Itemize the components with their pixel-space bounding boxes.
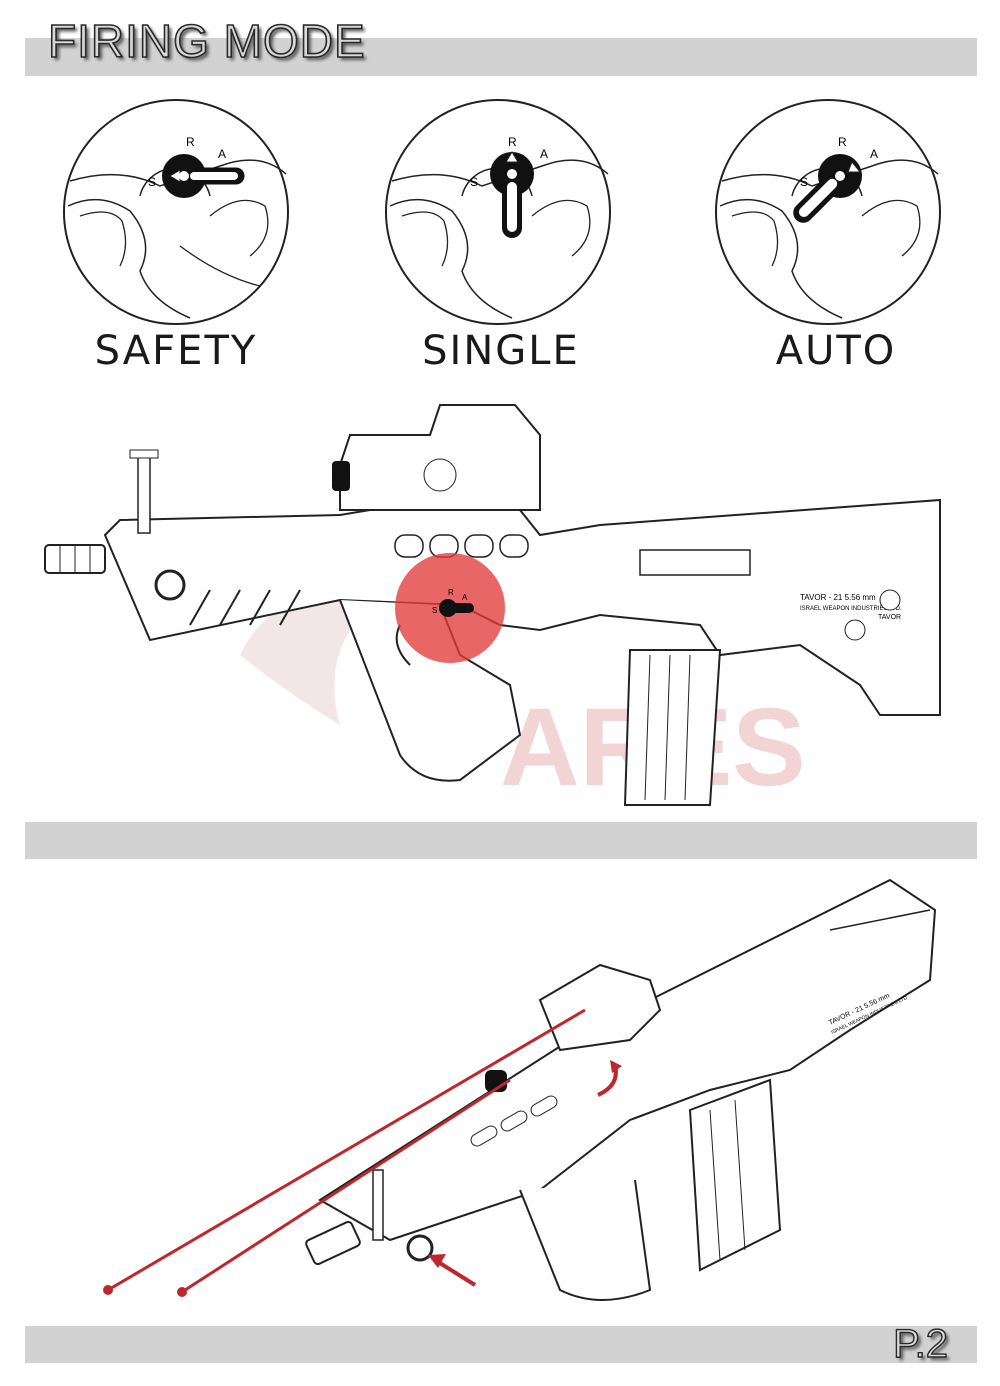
dial-letter-s: S bbox=[800, 175, 808, 189]
guide-line-left bbox=[107, 1008, 586, 1292]
footer-bar bbox=[25, 1326, 977, 1363]
rifle-marking-line1: TAVOR - 21 5.56 mm bbox=[800, 593, 876, 602]
rifle-isometric-view-illustration: TAVOR - 21 5.56 mm ISRAEL WEAPON INDUSTR… bbox=[103, 878, 937, 1301]
page-number: P.2 bbox=[892, 1321, 948, 1366]
section-divider-bar bbox=[25, 822, 977, 859]
rifle-marking-line2: ISRAEL WEAPON INDUSTRIES LTD. bbox=[800, 606, 902, 612]
dial-letter-a: A bbox=[218, 147, 226, 161]
side-letter-s: S bbox=[432, 606, 437, 615]
mode-label-safety: SAFETY bbox=[94, 328, 258, 374]
tavor-logo-text: TAVOR bbox=[878, 614, 901, 621]
rifle-side-view-illustration: ARES TAVOR - 21 5.56 mm ISRAEL WEAPON IN… bbox=[44, 404, 941, 809]
mode-label-auto: AUTO bbox=[775, 328, 897, 374]
pointer-arrow bbox=[433, 1258, 477, 1287]
dial-letter-r: R bbox=[508, 135, 517, 149]
side-letter-a: A bbox=[462, 593, 468, 602]
dial-letter-a: A bbox=[540, 147, 548, 161]
auto-dial-illustration: S R A bbox=[715, 99, 941, 325]
mode-label-single: SINGLE bbox=[422, 328, 580, 374]
guide-line-right bbox=[181, 1078, 511, 1294]
single-dial-illustration: S R A bbox=[385, 99, 611, 325]
dial-letter-a: A bbox=[870, 147, 878, 161]
dial-letter-r: R bbox=[838, 135, 847, 149]
dial-letter-r: R bbox=[186, 135, 195, 149]
side-letter-r: R bbox=[448, 588, 454, 597]
title-bar bbox=[25, 38, 977, 76]
dial-letter-s: S bbox=[470, 175, 478, 189]
dial-letter-s: S bbox=[148, 175, 156, 189]
page-title: FIRING MODE bbox=[47, 14, 366, 68]
safety-dial-illustration: S R A bbox=[63, 99, 289, 325]
